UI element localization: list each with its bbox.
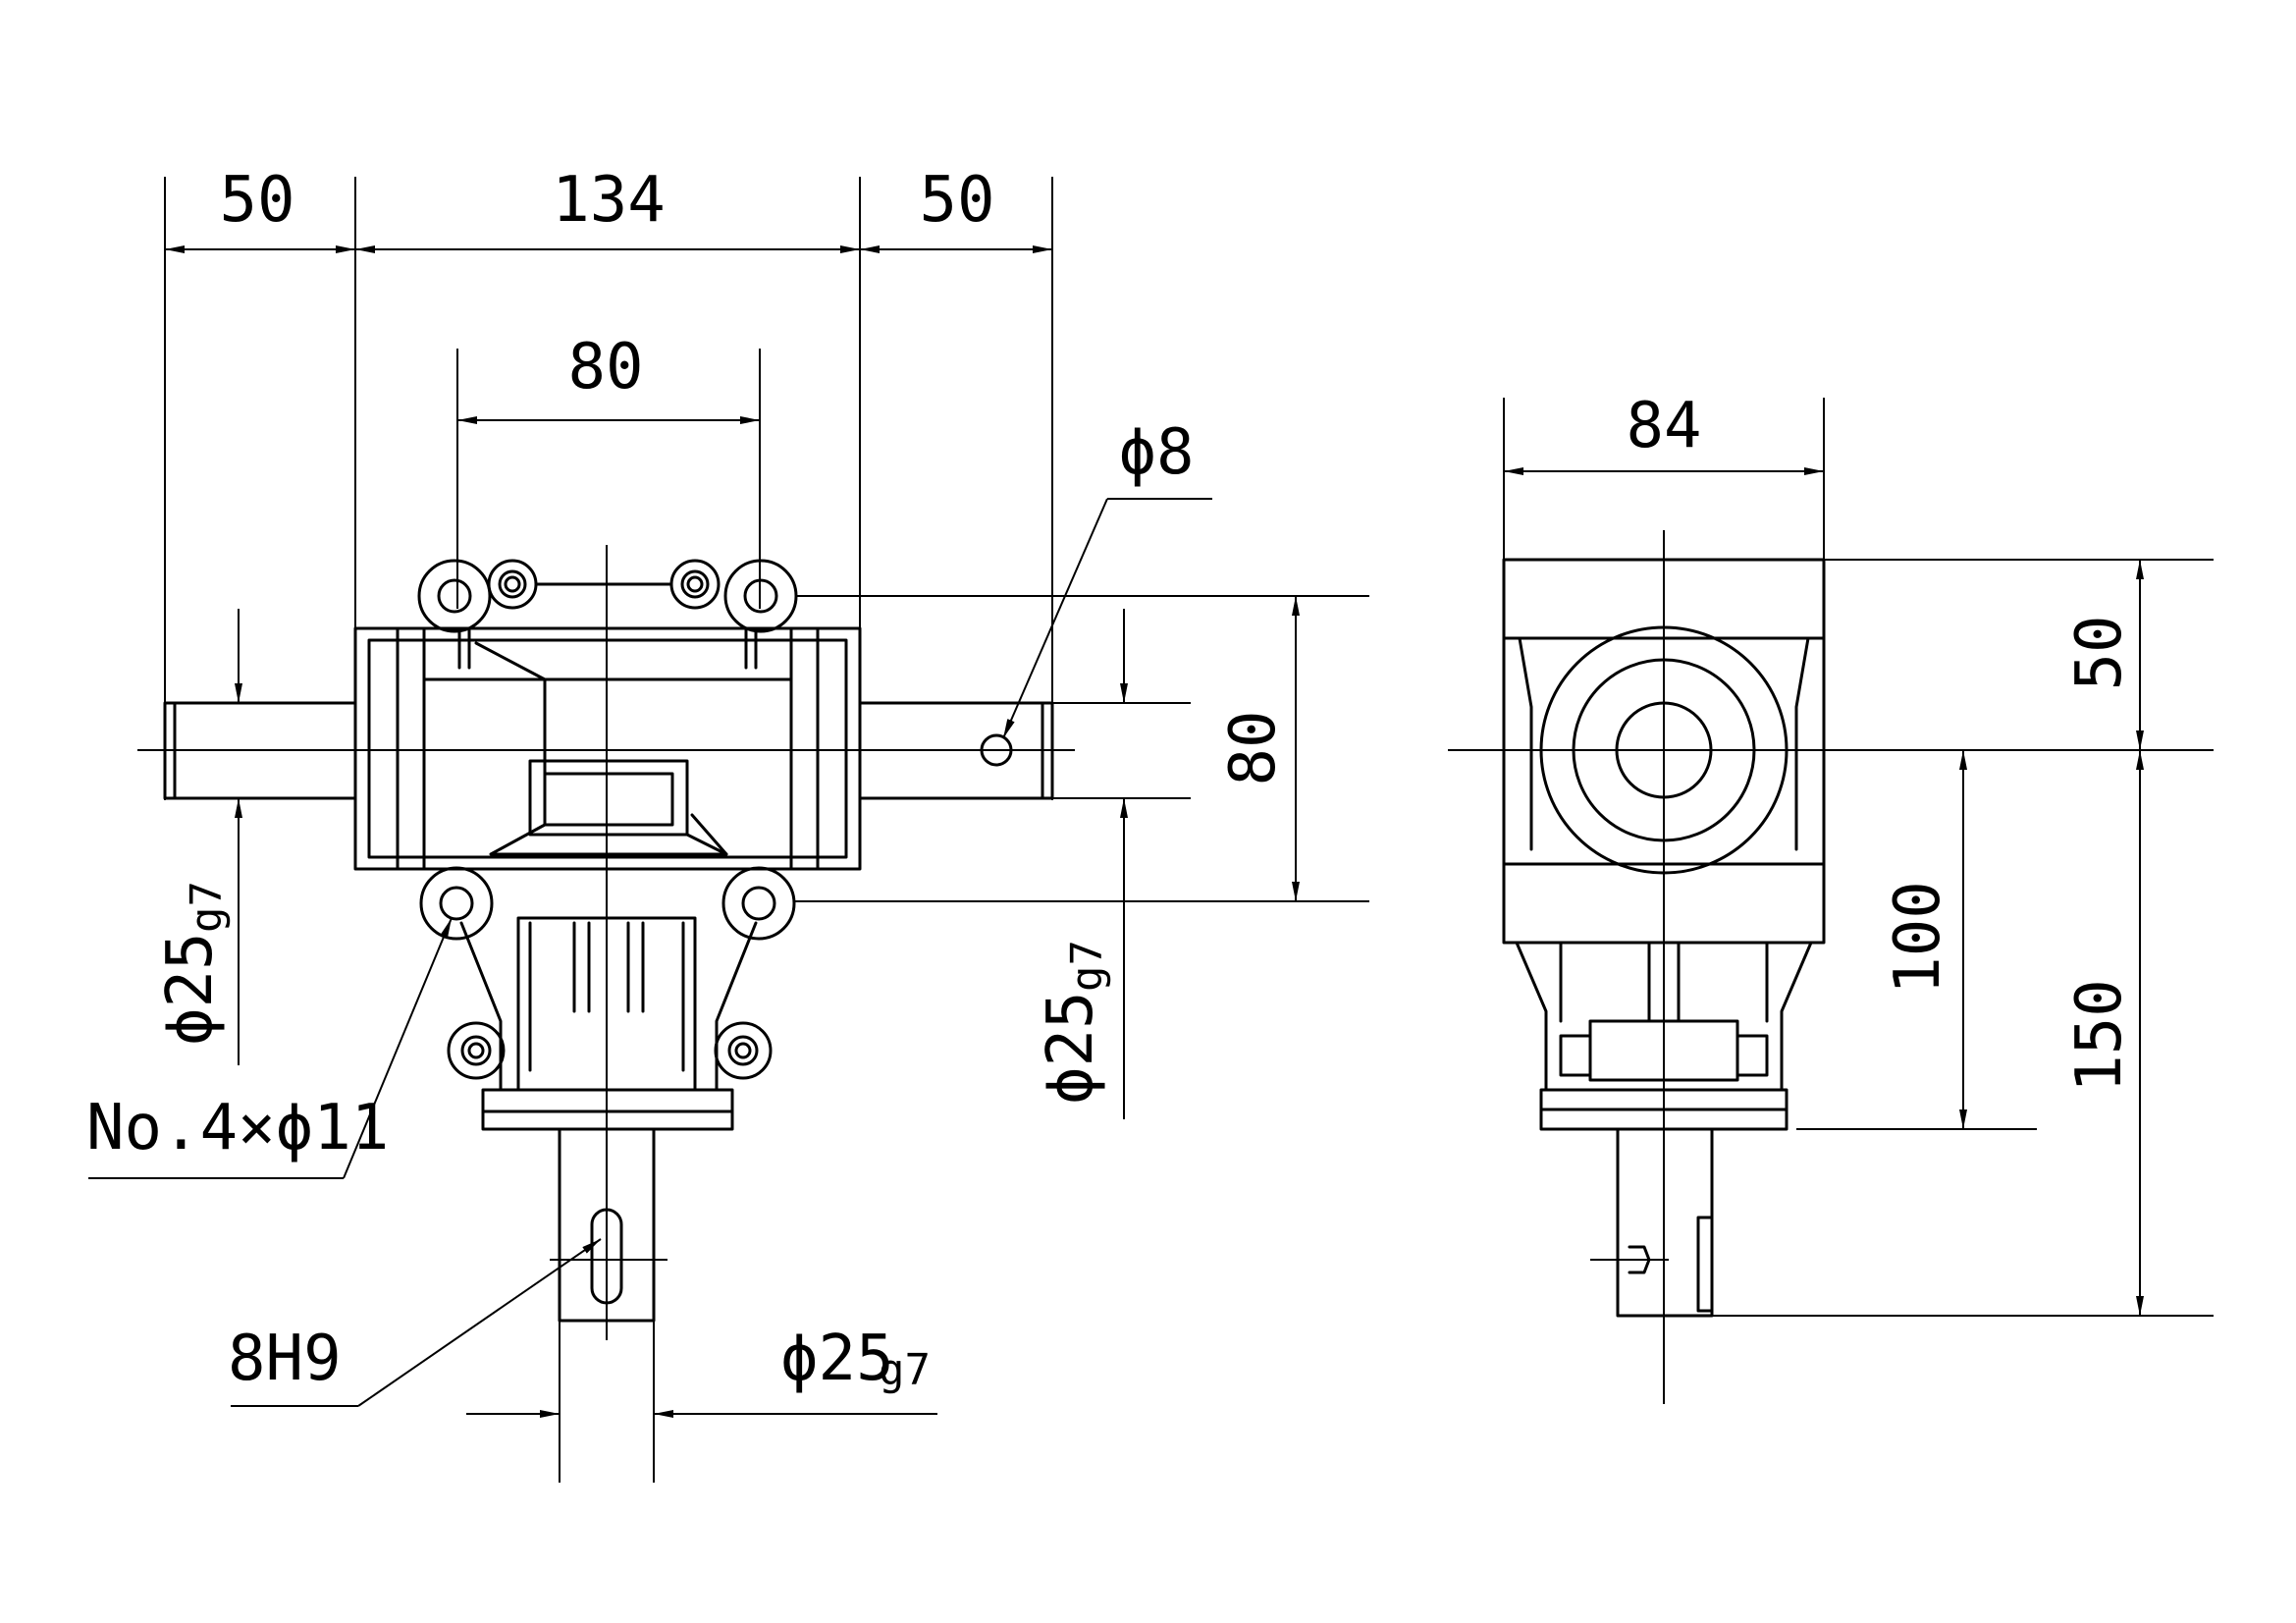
dim-left-shaft-label: 50 xyxy=(219,164,294,237)
front-view: 50 134 50 80 ϕ8 80 ϕ25 g7 ϕ25 g7 No.4×ϕ1… xyxy=(86,164,1369,1483)
svg-text:g7: g7 xyxy=(1062,940,1112,992)
dim-side-mid-label: 100 xyxy=(1882,881,1954,995)
dim-side-width-label: 84 xyxy=(1626,390,1701,462)
dim-shaft-right-label: ϕ25 g7 xyxy=(1035,940,1112,1105)
svg-text:g7: g7 xyxy=(182,881,232,933)
dim-shaft-bottom-label: ϕ25 g7 xyxy=(780,1323,931,1395)
svg-text:ϕ25: ϕ25 xyxy=(780,1323,894,1395)
side-view: 84 50 100 150 xyxy=(1448,390,2214,1404)
svg-text:g7: g7 xyxy=(879,1345,931,1395)
dim-side-top-label: 50 xyxy=(2063,615,2136,690)
dim-mount-holes-label: No.4×ϕ11 xyxy=(86,1092,389,1164)
svg-text:ϕ25: ϕ25 xyxy=(1035,991,1107,1105)
dim-bolt-spacing-label: 80 xyxy=(567,331,643,404)
dim-pin-hole-label: ϕ8 xyxy=(1118,416,1194,489)
svg-text:ϕ25: ϕ25 xyxy=(154,932,227,1046)
dim-side-total-label: 150 xyxy=(2063,979,2136,1093)
dim-housing-width-label: 134 xyxy=(552,164,666,237)
dim-right-shaft-label: 50 xyxy=(919,164,994,237)
dim-keyway-label: 8H9 xyxy=(228,1323,342,1395)
dim-vertical-bolt-label: 80 xyxy=(1217,710,1290,785)
dim-shaft-left-label: ϕ25 g7 xyxy=(154,881,232,1046)
